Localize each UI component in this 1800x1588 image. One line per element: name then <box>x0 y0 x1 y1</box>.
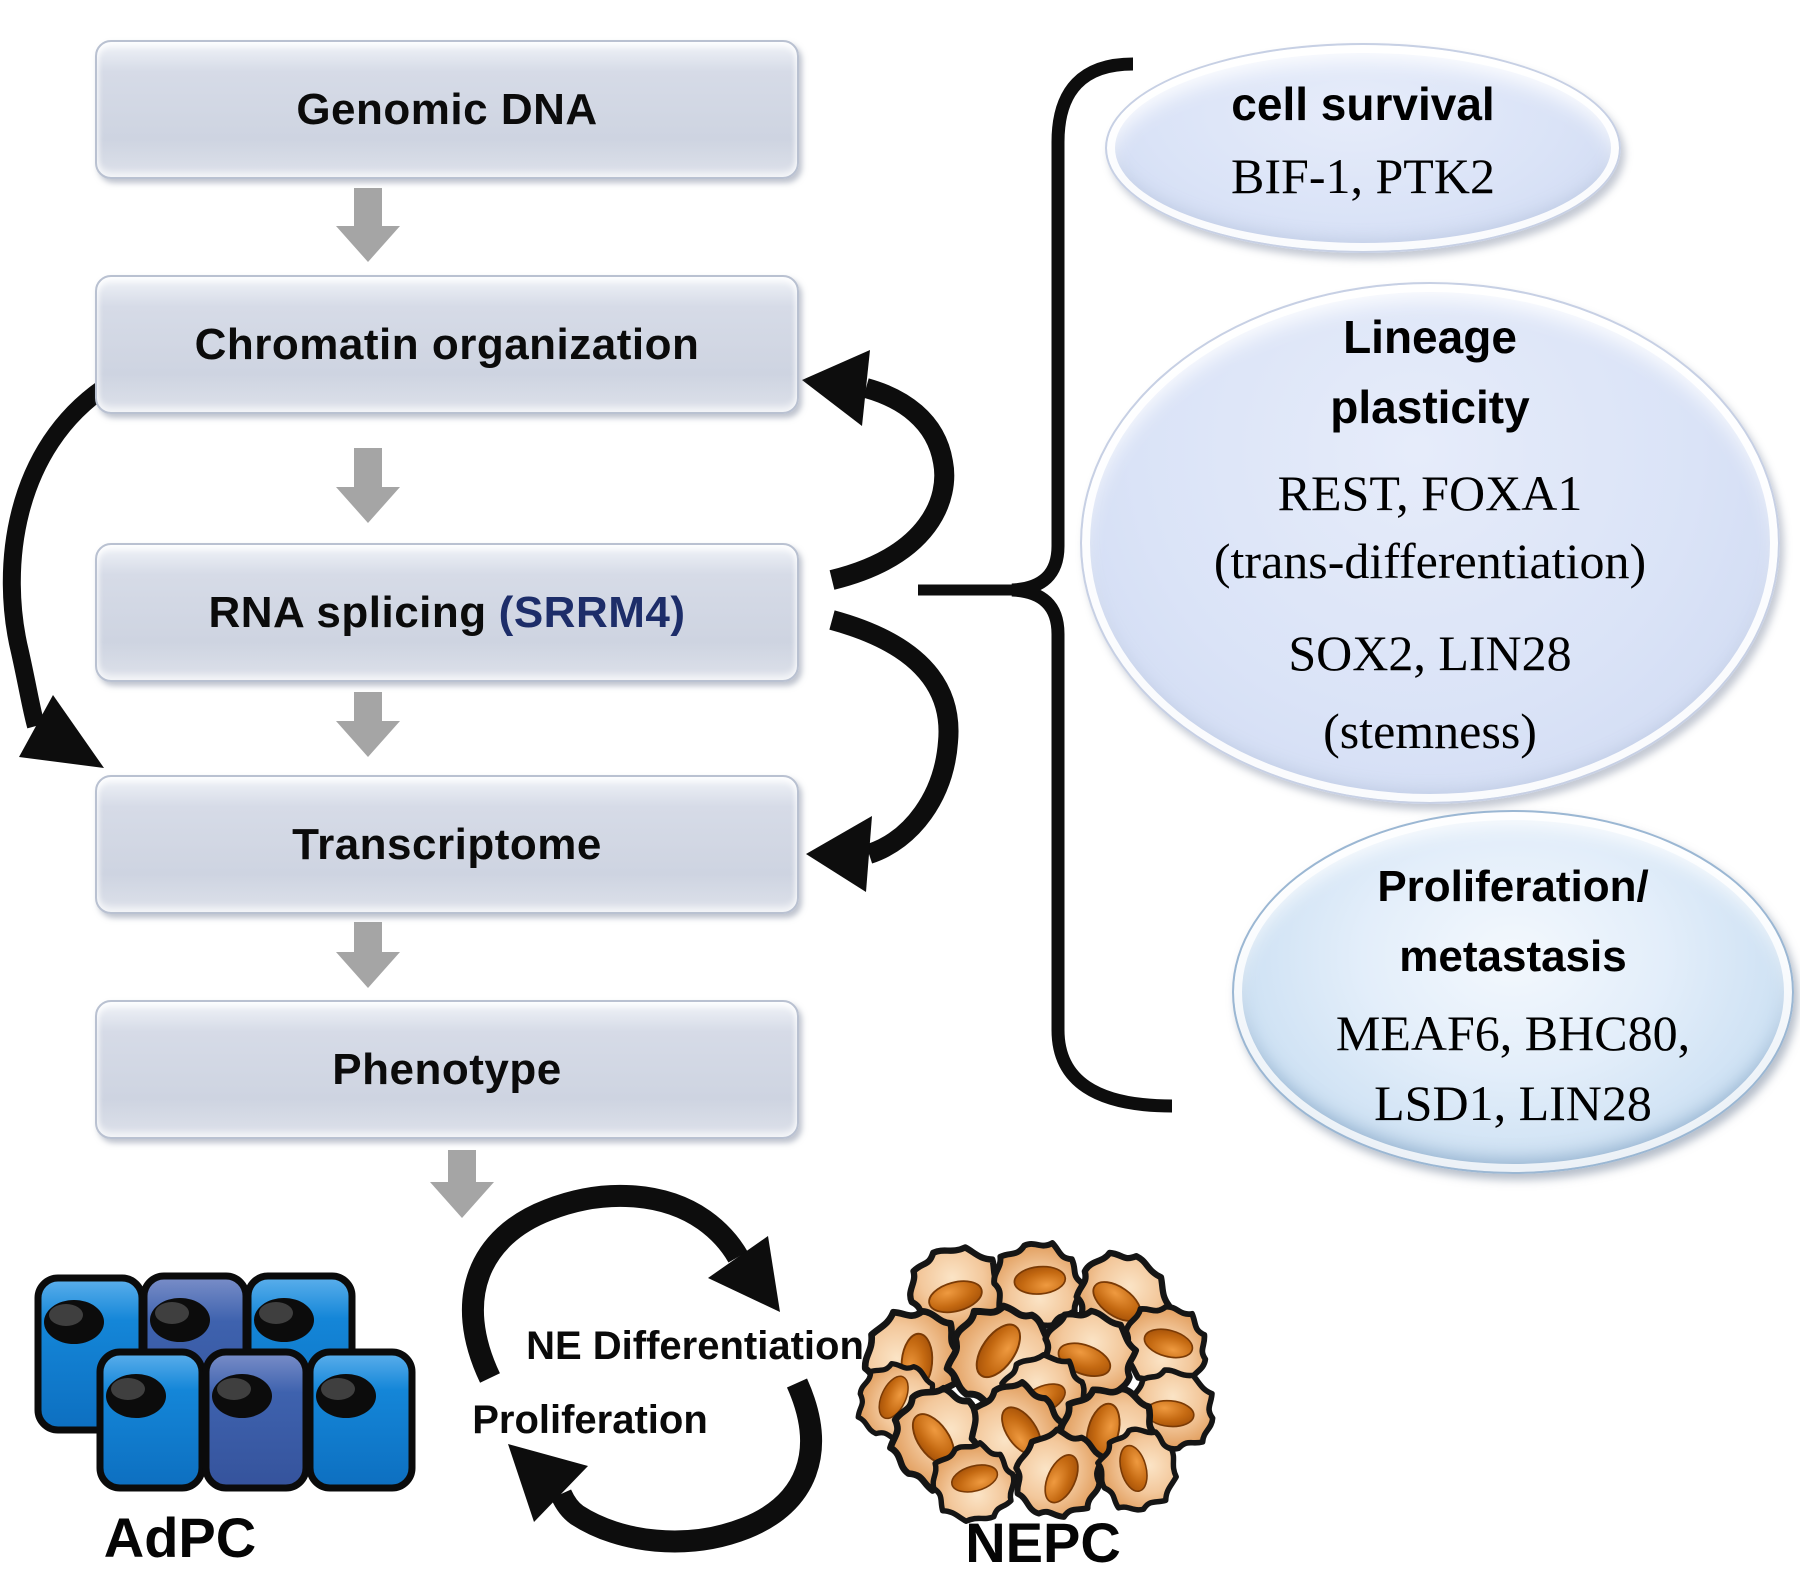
lineage-genes2: SOX2, LIN28 <box>1288 625 1572 681</box>
box-rna-splicing-label: RNA splicing <box>208 587 487 637</box>
box-genomic-dna-label: Genomic DNA <box>296 84 598 134</box>
adpc-cell-cluster <box>34 1272 416 1492</box>
proliferation-title-line1: Proliferation/ <box>1377 862 1649 911</box>
nepc-label: NEPC <box>965 1511 1121 1574</box>
arrow-genomic-to-chromatin <box>336 188 400 262</box>
box-phenotype: Phenotype <box>95 1000 799 1139</box>
box-chromatin-organization-label: Chromatin organization <box>194 319 700 369</box>
adpc-label: AdPC <box>103 1506 257 1569</box>
box-chromatin-organization: Chromatin organization <box>95 275 799 414</box>
lineage-title-line2: plasticity <box>1330 381 1530 433</box>
ellipse-proliferation-metastasis: Proliferation/ metastasis MEAF6, BHC80, … <box>1232 810 1794 1174</box>
lineage-title-line1: Lineage <box>1343 311 1517 363</box>
ne-differentiation-label: NE Differentiation <box>526 1324 864 1368</box>
feedback-arrow-left <box>2 377 113 768</box>
cell-survival-genes: BIF-1, PTK2 <box>1231 148 1495 204</box>
box-phenotype-label: Phenotype <box>332 1044 562 1094</box>
box-rna-splicing: RNA splicing (SRRM4) <box>95 543 799 682</box>
adpc-cell-nuclei <box>44 1298 376 1418</box>
arrow-splicing-to-transcriptome <box>336 692 400 757</box>
curly-brace <box>1011 57 1173 1113</box>
lineage-note2: (stemness) <box>1323 703 1537 759</box>
ne-differentiation-arrow <box>461 1184 780 1383</box>
box-rna-splicing-srrm4: (SRRM4) <box>498 587 686 637</box>
lineage-note1: (trans-differentiation) <box>1213 533 1647 589</box>
box-genomic-dna: Genomic DNA <box>95 40 799 179</box>
arrow-phenotype-to-cells <box>430 1150 494 1218</box>
proliferation-arrow <box>508 1378 822 1553</box>
proliferation-genes-line2: LSD1, LIN28 <box>1374 1075 1652 1131</box>
proliferation-label: Proliferation <box>472 1398 708 1442</box>
ellipse-lineage-plasticity: Lineage plasticity REST, FOXA1 (trans-di… <box>1080 282 1780 804</box>
proliferation-genes-line1: MEAF6, BHC80, <box>1335 1005 1691 1061</box>
proliferation-title-line2: metastasis <box>1399 932 1627 981</box>
splicing-to-chromatin-arrow <box>802 350 955 590</box>
box-transcriptome-label: Transcriptome <box>292 819 602 869</box>
splicing-to-transcriptome-arrow <box>806 610 959 892</box>
nepc-cell-cluster <box>841 1228 1229 1537</box>
box-transcriptome: Transcriptome <box>95 775 799 914</box>
lineage-genes1: REST, FOXA1 <box>1277 465 1583 521</box>
arrow-transcriptome-to-phenotype <box>336 922 400 988</box>
ellipse-cell-survival: cell survival BIF-1, PTK2 <box>1105 43 1621 253</box>
cell-survival-title: cell survival <box>1231 78 1495 130</box>
arrow-chromatin-to-splicing <box>336 448 400 523</box>
